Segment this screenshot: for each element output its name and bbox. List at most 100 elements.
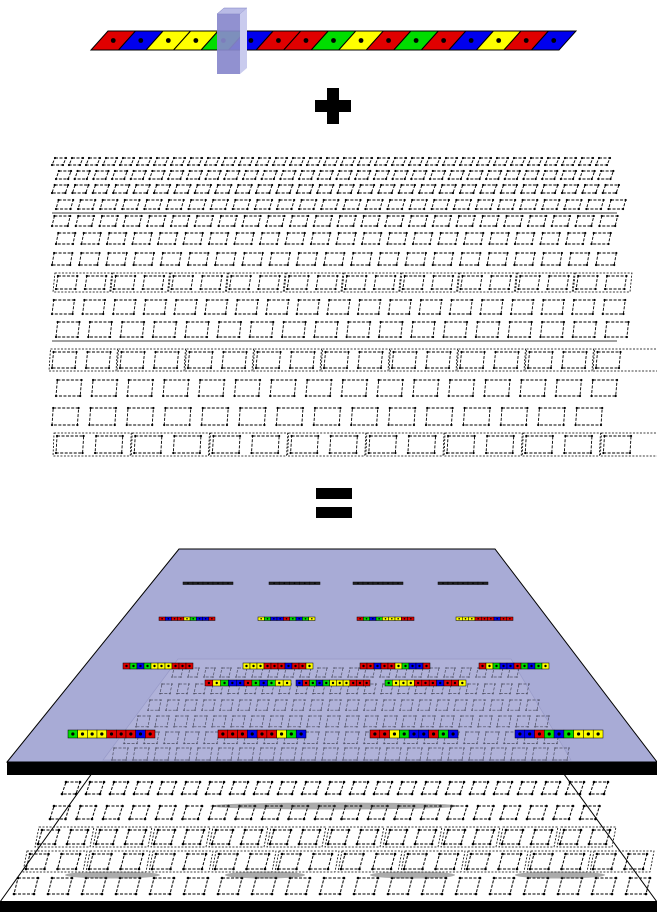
- fractal-node: [370, 192, 372, 194]
- fractal-node: [431, 693, 433, 695]
- fractal-node: [463, 743, 465, 745]
- fractal-node: [554, 192, 556, 194]
- fractal-node: [178, 699, 180, 701]
- fractal-node: [313, 336, 315, 338]
- fractal-node: [160, 264, 162, 266]
- far-strip: [353, 582, 403, 585]
- fractal-node: [541, 178, 543, 180]
- fractal-cell: [266, 216, 284, 226]
- fractal-node: [494, 683, 496, 685]
- fractal-node: [265, 407, 267, 409]
- fractal-node: [400, 395, 402, 397]
- fractal-node: [457, 853, 460, 856]
- fractal-node: [527, 699, 529, 701]
- fractal-node: [257, 843, 260, 846]
- fractal-node: [401, 699, 403, 701]
- fractal-node: [356, 435, 358, 437]
- strip-marker: [469, 38, 474, 43]
- fractal-node: [205, 178, 207, 180]
- fractal-node: [142, 288, 144, 290]
- fractal-node: [473, 452, 475, 454]
- fractal-node: [479, 178, 481, 180]
- fractal-node: [159, 693, 161, 695]
- fractal-node: [250, 699, 252, 701]
- strip-node: [488, 665, 490, 667]
- fractal-cell: [83, 300, 105, 314]
- fractal-node: [406, 829, 409, 832]
- fractal-node: [360, 225, 362, 227]
- fractal-node: [423, 743, 425, 745]
- fractal-node: [341, 395, 343, 397]
- fractal-node: [172, 452, 174, 454]
- strip-shadow: [65, 872, 160, 879]
- fractal-node: [267, 299, 269, 301]
- strip-marker: [359, 38, 364, 43]
- fractal-node: [530, 805, 533, 808]
- fractal-node: [408, 164, 410, 166]
- fractal-node: [572, 336, 574, 338]
- fractal-node: [275, 157, 277, 159]
- fractal-node: [331, 829, 334, 832]
- fractal-cell: [375, 158, 389, 165]
- fractal-node: [510, 313, 512, 315]
- fractal-node: [645, 893, 648, 896]
- fractal-node: [228, 288, 230, 290]
- fractal-node: [153, 759, 155, 761]
- fractal-node: [241, 157, 243, 159]
- fractal-node: [500, 676, 502, 678]
- strip-node: [410, 682, 412, 684]
- fractal-node: [237, 667, 239, 669]
- fractal-node: [436, 395, 438, 397]
- fractal-node: [172, 275, 174, 277]
- fractal-node: [323, 743, 325, 745]
- fractal-node: [251, 893, 254, 896]
- fractal-cell: [127, 380, 153, 396]
- fractal-node: [556, 170, 558, 172]
- fractal-node: [516, 178, 518, 180]
- fractal-node: [574, 192, 576, 194]
- strip-node: [139, 732, 142, 735]
- fractal-cell: [52, 216, 70, 226]
- fractal-cell: [121, 322, 144, 337]
- fractal-node: [407, 693, 409, 695]
- fractal-node: [357, 313, 359, 315]
- fractal-node: [594, 336, 596, 338]
- fractal-node: [432, 192, 434, 194]
- fractal-cell: [273, 158, 287, 165]
- fractal-node: [151, 264, 153, 266]
- fractal-node: [458, 731, 460, 733]
- front-strip: [515, 730, 603, 738]
- fractal-node: [447, 829, 450, 832]
- fractal-node: [88, 424, 90, 426]
- strip-node: [270, 682, 272, 684]
- fractal-cell: [330, 436, 358, 453]
- fractal-node: [353, 893, 356, 896]
- fractal-node: [58, 170, 60, 172]
- fractal-node: [201, 157, 203, 159]
- fractal-node: [509, 699, 511, 701]
- fractal-node: [292, 178, 294, 180]
- fractal-cell: [449, 380, 475, 396]
- fractal-node: [271, 184, 273, 186]
- fractal-cell: [467, 171, 482, 179]
- fractal-cell: [351, 408, 378, 425]
- strip-node: [538, 732, 541, 735]
- fractal-node: [404, 676, 406, 678]
- strip-node: [442, 582, 444, 584]
- fractal-node: [568, 275, 570, 277]
- fractal-node: [166, 726, 168, 728]
- fractal-node: [188, 683, 190, 685]
- fractal-node: [221, 367, 223, 369]
- fractal-node: [301, 243, 303, 245]
- fractal-node: [152, 379, 154, 381]
- fractal-node: [139, 157, 141, 159]
- fractal-node: [214, 699, 216, 701]
- fractal-node: [310, 178, 312, 180]
- fractal-node: [407, 893, 410, 896]
- fractal-node: [88, 157, 90, 159]
- fractal-node: [517, 793, 520, 796]
- fractal-node: [523, 743, 525, 745]
- fractal-node: [495, 225, 497, 227]
- fractal-node: [115, 893, 118, 896]
- fractal-cell: [62, 782, 80, 794]
